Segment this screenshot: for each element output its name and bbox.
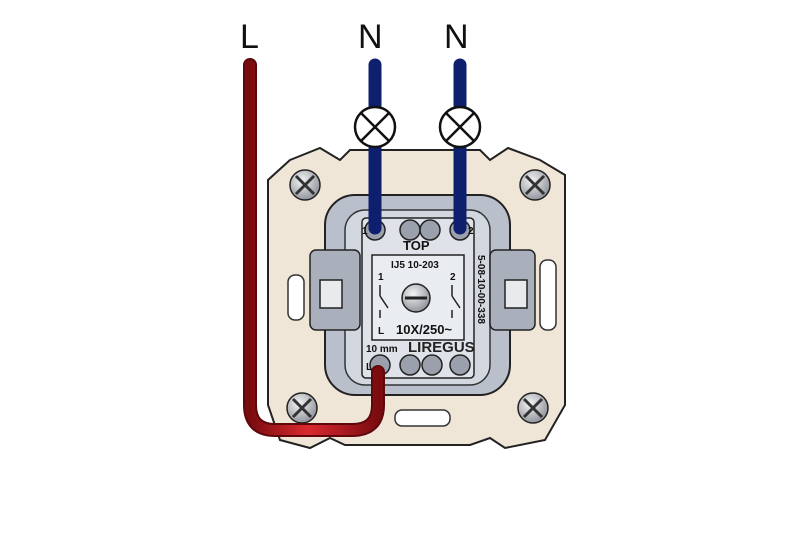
brand-label: LIREGUS: [408, 339, 475, 356]
switch-module: [309, 194, 536, 396]
terminal-l-label: L: [366, 362, 372, 373]
strip-length-label: 10 mm: [366, 344, 398, 355]
contact-1-label: 1: [378, 272, 384, 283]
neutral-label-1: N: [358, 18, 383, 56]
orientation-label: TOP: [403, 238, 430, 253]
model-label: IJ5 10-203: [391, 260, 439, 271]
contact-l-label: L: [378, 326, 384, 337]
neutral-label-2: N: [444, 18, 469, 56]
frame-screw-bottom-right: [517, 392, 549, 424]
contact-2-label: 2: [450, 272, 456, 283]
terminal-extra-top-1: [399, 219, 441, 241]
live-label: L: [240, 18, 259, 56]
side-code-label: 5-08-10-00-338: [475, 255, 486, 324]
rating-label: 10X/250~: [396, 322, 452, 337]
frame-screw-bottom-left: [286, 392, 318, 424]
lamp-icon-1: [353, 105, 397, 149]
lamp-icon-2: [438, 105, 482, 149]
terminal-1-label: 1: [362, 226, 368, 237]
terminal-2-label: 2: [468, 226, 474, 237]
frame-screw-top-right: [519, 169, 551, 201]
frame-screw-top-left: [289, 169, 321, 201]
